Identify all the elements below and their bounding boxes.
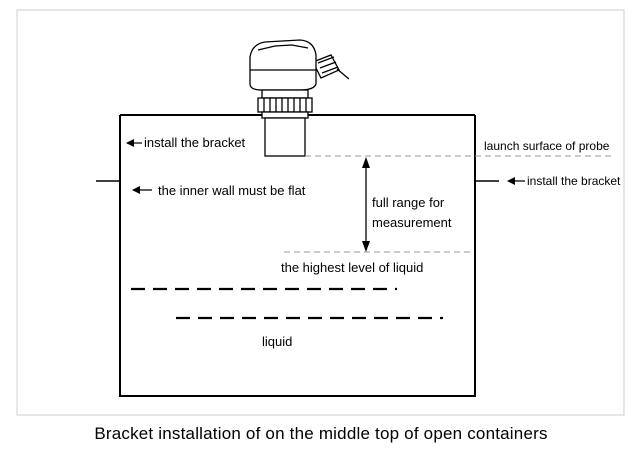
install-bracket-left-label: install the bracket — [144, 135, 246, 150]
liquid-label: liquid — [262, 334, 292, 349]
inner-wall-label: the inner wall must be flat — [158, 183, 306, 198]
diagram-caption: Bracket installation of on the middle to… — [94, 424, 548, 443]
full-range-arrow — [362, 157, 370, 252]
full-range-label-1: full range for — [372, 195, 445, 210]
launch-surface-label: launch surface of probe — [484, 139, 610, 153]
container — [119, 114, 476, 397]
ultrasonic-probe — [249, 39, 350, 157]
diagram-frame — [16, 9, 625, 416]
full-range-label-2: measurement — [372, 215, 452, 230]
install-bracket-right-label: install the bracket — [527, 174, 621, 188]
left-wall-bracket — [96, 172, 121, 190]
liquid-surface-dashes — [131, 287, 443, 320]
highest-level-label: the highest level of liquid — [281, 260, 423, 275]
